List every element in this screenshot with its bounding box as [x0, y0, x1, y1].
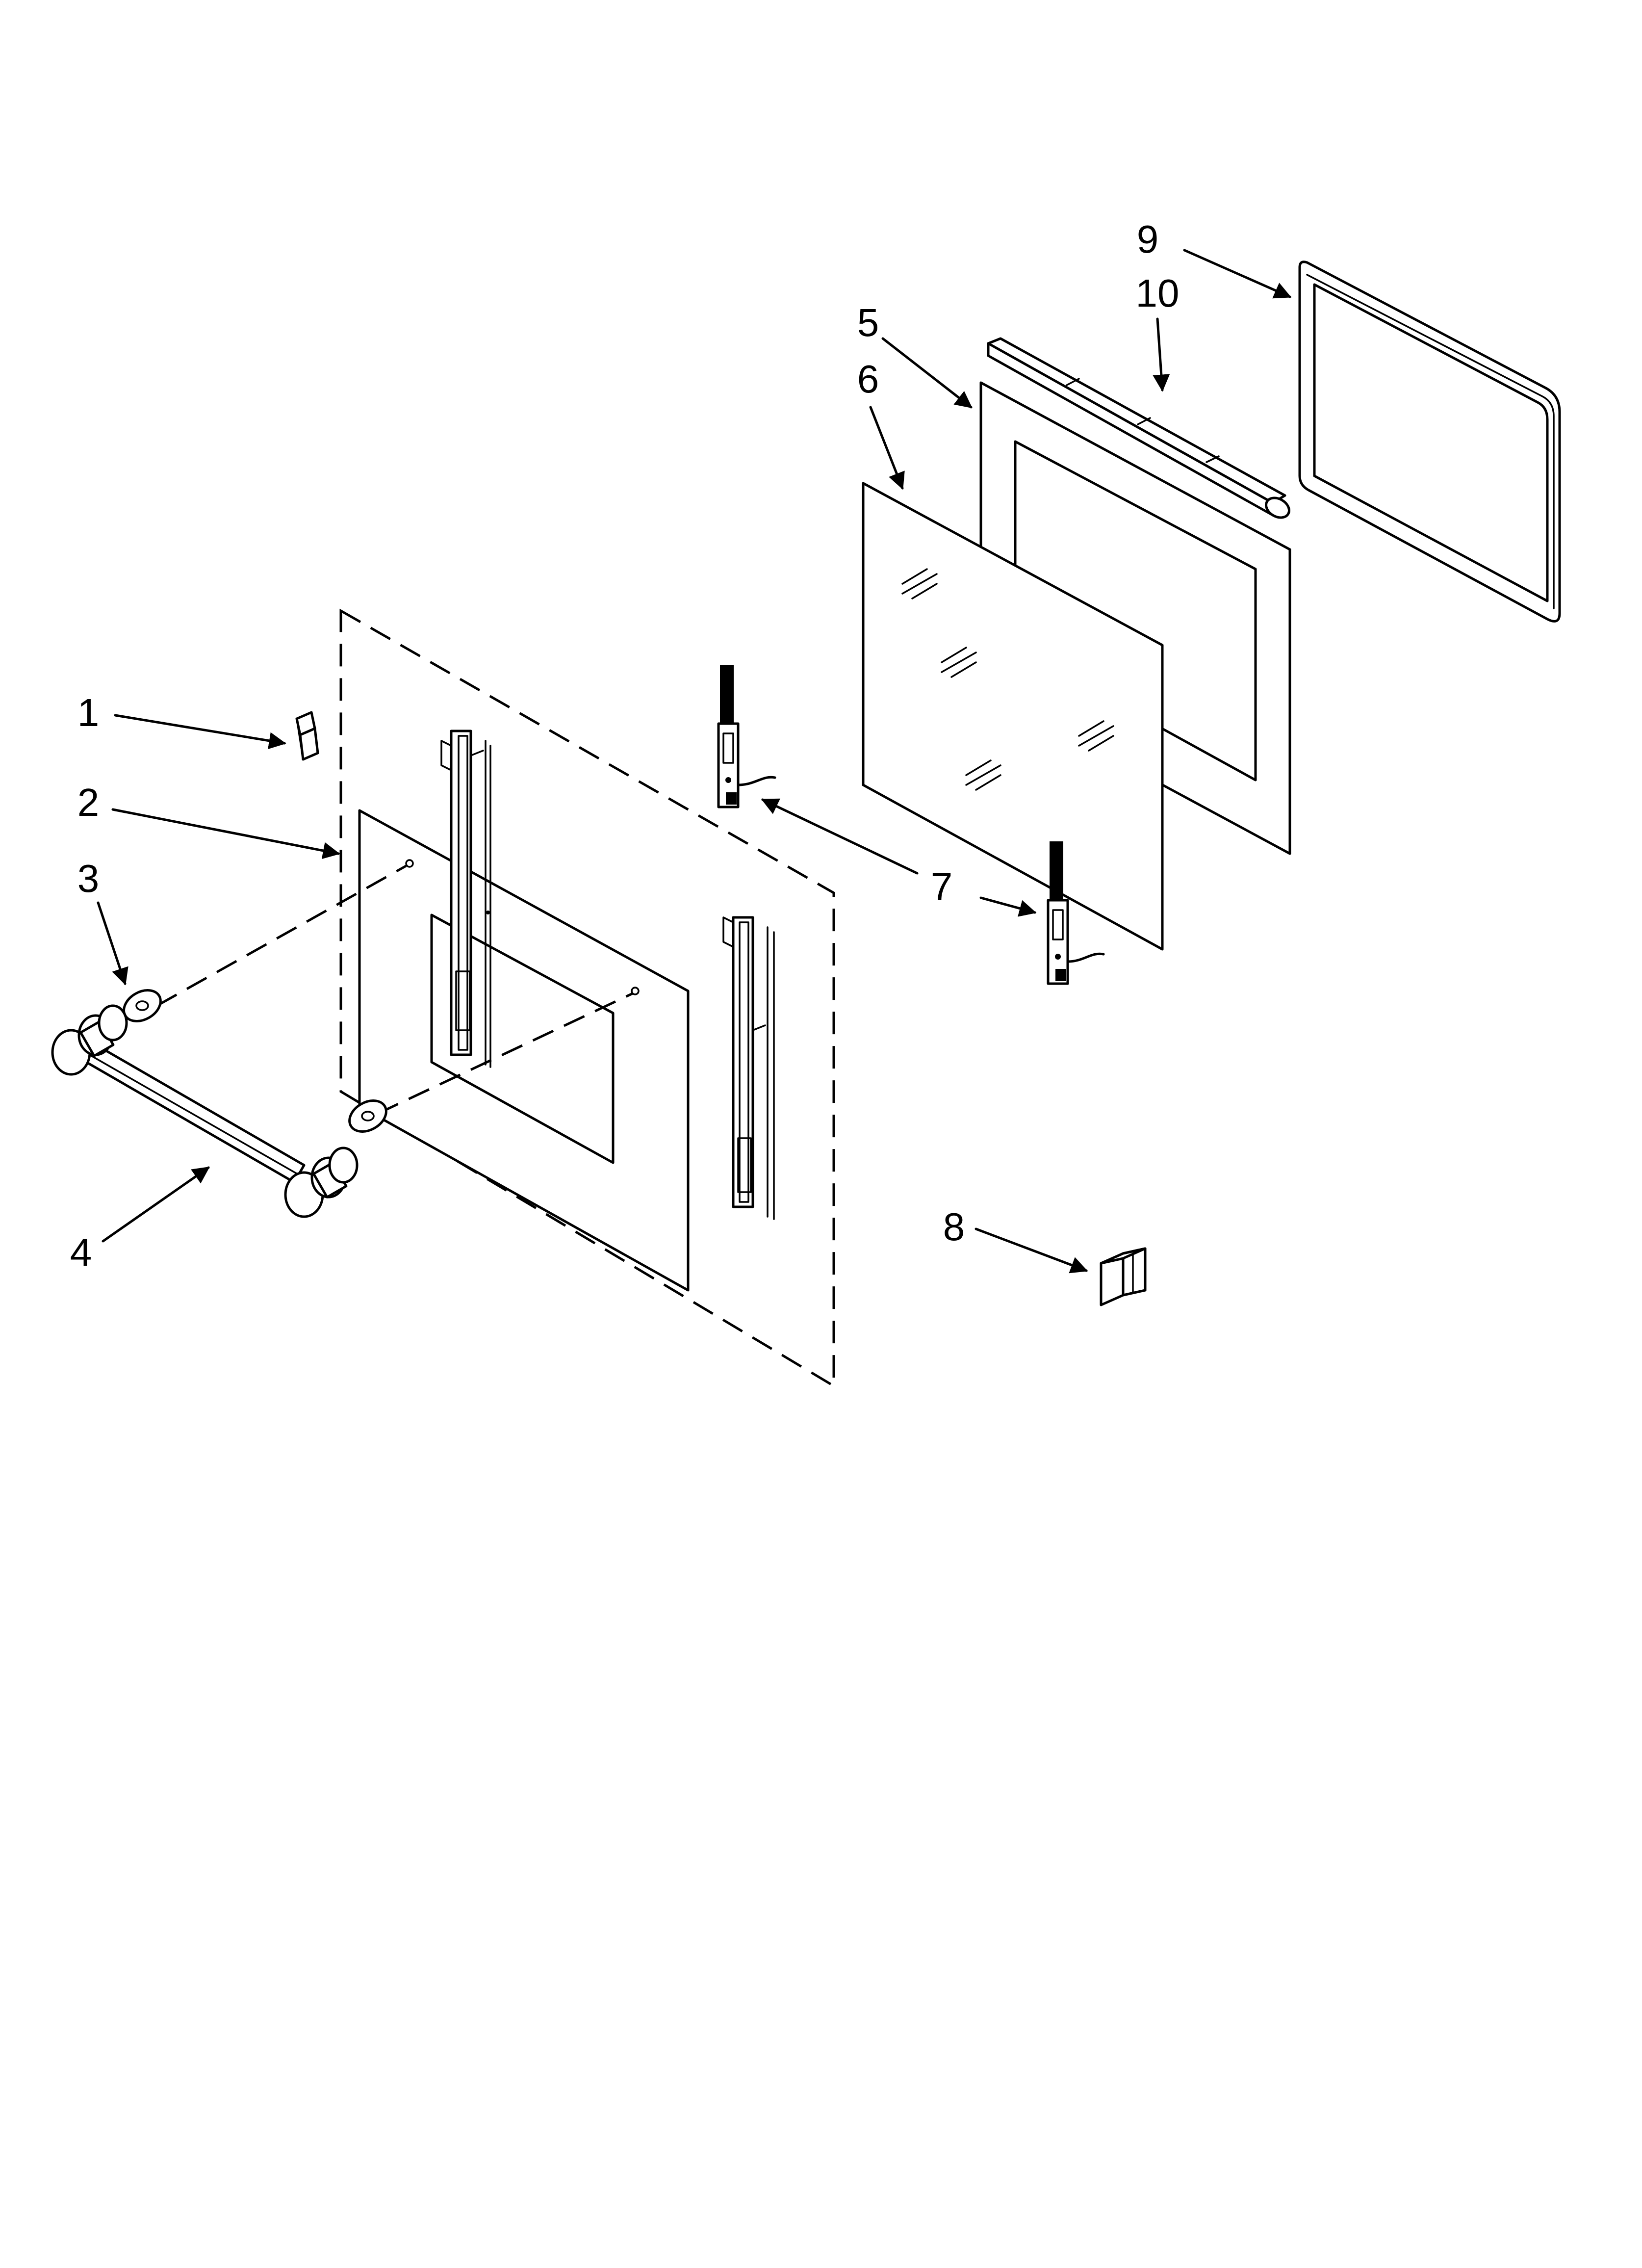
- part-7-door-hinge-upper: [717, 665, 776, 808]
- part-1-clip: [295, 711, 319, 761]
- callout-label-8: 8: [943, 1205, 965, 1249]
- callout-label-10: 10: [1136, 271, 1180, 315]
- part-4-door-handle: [51, 1004, 359, 1218]
- part-10-top-trim: [987, 337, 1290, 519]
- part-2-outer-door-panel: [358, 809, 690, 1292]
- callout-label-4: 4: [70, 1230, 92, 1274]
- part-7-door-hinge-lower: [1047, 841, 1105, 985]
- callout-label-3: 3: [77, 857, 100, 900]
- callout-label-1: 1: [77, 691, 100, 734]
- part-9-gasket: [1298, 261, 1561, 623]
- part-8-block: [1100, 1247, 1147, 1306]
- left-hinge-channel: [440, 730, 491, 1068]
- callout-label-9: 9: [1137, 217, 1159, 261]
- door-assembly-outline: [339, 608, 835, 1388]
- alignment-line-lower: [377, 992, 634, 1115]
- callout-label-7: 7: [931, 865, 953, 909]
- right-hinge-channel: [722, 916, 775, 1220]
- callout-label-6: 6: [857, 357, 879, 401]
- leader-arrows: [97, 249, 1292, 1274]
- part-3-handle-spacer: [123, 989, 387, 1133]
- part-6-glass-pane: [862, 482, 1164, 951]
- alignment-line-upper: [156, 864, 407, 1007]
- callout-label-2: 2: [77, 781, 100, 824]
- callout-label-5: 5: [857, 301, 879, 344]
